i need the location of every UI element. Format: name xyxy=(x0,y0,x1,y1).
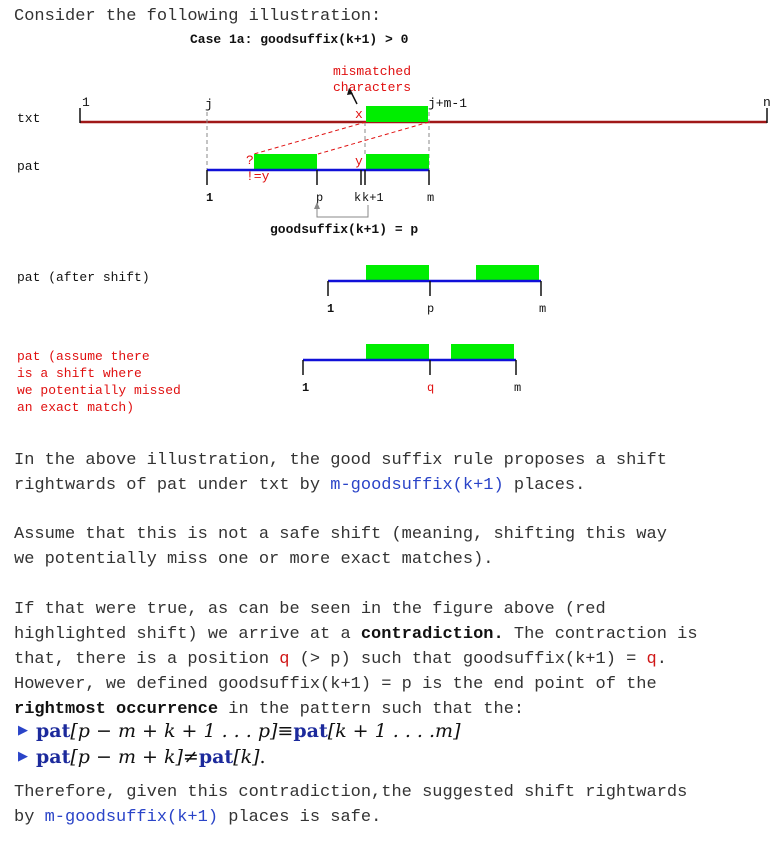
txt-mark-jm1: j+m-1 xyxy=(428,96,467,111)
txt-mark-1: 1 xyxy=(82,95,90,110)
pat-inner-block xyxy=(254,154,317,170)
para3-bold-contradiction: contradiction. xyxy=(360,625,504,644)
condition-item-1: ▶ pat[p − m + k + 1 . . . p] ≡ pat[k + 1… xyxy=(18,718,460,744)
diagonal-left xyxy=(253,121,367,155)
para3-text-1: If that were true, as can be seen in the… xyxy=(14,600,606,644)
para3-text-2: The contraction is that, there is a posi… xyxy=(14,625,698,669)
assume-mark-1: 1 xyxy=(302,381,309,395)
txt-mark-x: x xyxy=(355,107,363,122)
pat-suffix-block xyxy=(366,154,429,170)
txt-matched-block xyxy=(366,106,428,122)
cond2-range-b: [k] xyxy=(233,746,260,768)
after-block-right xyxy=(476,265,539,281)
goodsuffix-label: goodsuffix(k+1) = p xyxy=(270,222,418,237)
cond1-range-a: [p − m + k + 1 . . . p] xyxy=(70,720,278,742)
pat-mark-neq-y: !=y xyxy=(246,169,270,184)
pat-assume-label-4: an exact match) xyxy=(17,400,134,415)
pat-mark-m: m xyxy=(427,191,434,205)
good-suffix-diagram: Case 1a: goodsuffix(k+1) > 0 mismatched … xyxy=(17,32,771,415)
txt-mark-n: n xyxy=(763,95,771,110)
assume-mark-m: m xyxy=(514,381,521,395)
assume-block-right xyxy=(451,344,514,360)
cond2-pat-b: pat xyxy=(198,746,234,768)
diagonal-right xyxy=(317,121,430,155)
condition-item-2: ▶ pat[p − m + k] ≠ pat[k]. xyxy=(18,744,460,770)
pat-mark-question: ? xyxy=(246,153,254,168)
after-block-left xyxy=(366,265,429,281)
cond1-equiv: ≡ xyxy=(277,720,294,742)
pat-assume-label-2: is a shift where xyxy=(17,366,142,381)
para-conclusion: Therefore, given this contradiction,the … xyxy=(14,780,774,830)
para3-text-4: . However, we defined goodsuffix(k+1) = … xyxy=(14,650,667,694)
bullet-triangle-icon: ▶ xyxy=(18,749,28,764)
after-mark-m: m xyxy=(539,302,546,316)
after-mark-p: p xyxy=(427,302,434,316)
assume-mark-q: q xyxy=(427,381,434,395)
para3-text-3: (> p) such that goodsuffix(k+1) = xyxy=(289,650,647,669)
mismatch-arrowhead xyxy=(347,88,353,95)
para3-q-1: q xyxy=(279,650,290,669)
para1-code-shift: m-goodsuffix(k+1) xyxy=(330,476,504,495)
pat-label: pat xyxy=(17,159,40,174)
para-shift-proposal: In the above illustration, the good suff… xyxy=(14,448,774,498)
cond1-pat-b: pat xyxy=(293,720,328,742)
cond2-end: . xyxy=(259,746,266,768)
para1-text-a: In the above illustration, the good suff… xyxy=(14,451,667,495)
pat-mark-k: k xyxy=(354,191,361,205)
pat-after-label: pat (after shift) xyxy=(17,270,150,285)
mismatch-note-line2: characters xyxy=(333,80,411,95)
para3-bold-rightmost: rightmost occurrence xyxy=(14,700,219,719)
goodsuffix-arrowhead xyxy=(314,202,320,209)
cond2-pat-a: pat xyxy=(36,746,71,768)
para3-text-5: in the pattern such that the: xyxy=(218,700,525,719)
goodsuffix-bracket xyxy=(316,203,369,218)
pat-mark-y: y xyxy=(355,154,363,169)
txt-mark-j: j xyxy=(205,97,213,112)
para-assumption: Assume that this is not a safe shift (me… xyxy=(14,525,667,569)
cond2-range-a: [p − m + k] xyxy=(70,746,183,768)
pat-assume-label-3: we potentially missed xyxy=(17,383,181,398)
para4-code-shift: m-goodsuffix(k+1) xyxy=(44,808,219,827)
para3-q-2: q xyxy=(646,650,657,669)
para4-text-b: places is safe. xyxy=(218,808,382,827)
assume-block-left xyxy=(366,344,429,360)
bullet-triangle-icon: ▶ xyxy=(18,723,28,738)
condition-list: ▶ pat[p − m + k + 1 . . . p] ≡ pat[k + 1… xyxy=(18,718,460,770)
pat-mark-k1: k+1 xyxy=(362,191,384,205)
intro-text: Consider the following illustration: xyxy=(14,7,382,26)
pat-assume-label-1: pat (assume there xyxy=(17,349,150,364)
after-mark-1: 1 xyxy=(327,302,334,316)
pat-mark-p: p xyxy=(316,191,323,205)
para4-text-a: Therefore, given this contradiction,the … xyxy=(14,783,688,827)
txt-label: txt xyxy=(17,111,40,126)
cond2-not-equal: ≠ xyxy=(182,746,199,768)
figure-title: Case 1a: goodsuffix(k+1) > 0 xyxy=(190,32,409,47)
pat-mark-1: 1 xyxy=(206,191,213,205)
cond1-pat-a: pat xyxy=(36,720,71,742)
mismatch-note-line1: mismatched xyxy=(333,64,411,79)
cond1-range-b: [k + 1 . . . .m] xyxy=(327,720,461,742)
para-contradiction: If that were true, as can be seen in the… xyxy=(14,597,774,722)
para1-text-b: places. xyxy=(503,476,586,495)
